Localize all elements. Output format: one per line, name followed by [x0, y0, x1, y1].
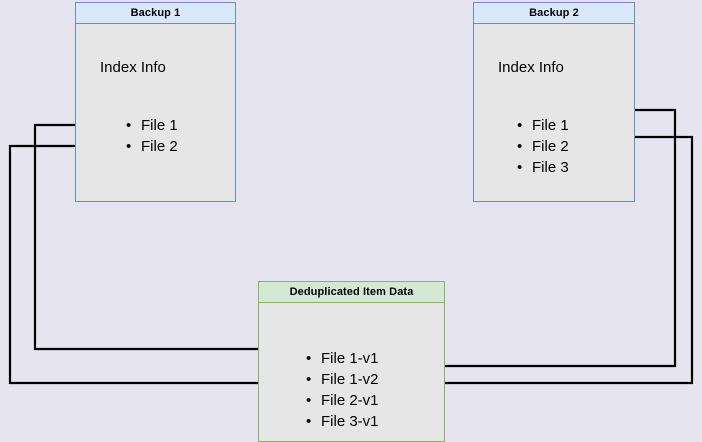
list-item: File 1: [124, 115, 178, 136]
node-deduplicated-item-data-title: Deduplicated Item Data: [259, 282, 444, 303]
node-backup-1-index-label: Index Info: [100, 59, 166, 76]
list-item: File 1-v1: [304, 348, 379, 369]
node-backup-1-title: Backup 1: [76, 3, 235, 24]
list-item: File 2: [124, 136, 178, 157]
node-backup-1-file-list: File 1 File 2: [124, 115, 178, 157]
node-backup-2-body: Index Info File 1 File 2 File 3: [474, 24, 634, 201]
node-backup-2-file-list: File 1 File 2 File 3: [515, 115, 569, 178]
node-backup-2[interactable]: Backup 2 Index Info File 1 File 2 File 3: [473, 2, 635, 202]
list-item: File 3-v1: [304, 411, 379, 432]
list-item: File 2-v1: [304, 390, 379, 411]
list-item: File 3: [515, 157, 569, 178]
node-deduplicated-file-list: File 1-v1 File 1-v2 File 2-v1 File 3-v1: [304, 348, 379, 432]
node-backup-2-index-label: Index Info: [498, 59, 564, 76]
node-backup-2-title: Backup 2: [474, 3, 634, 24]
list-item: File 2: [515, 136, 569, 157]
list-item: File 1-v2: [304, 369, 379, 390]
list-item: File 1: [515, 115, 569, 136]
node-backup-1-body: Index Info File 1 File 2: [76, 24, 235, 201]
node-deduplicated-item-data-body: File 1-v1 File 1-v2 File 2-v1 File 3-v1: [259, 303, 444, 441]
node-deduplicated-item-data[interactable]: Deduplicated Item Data File 1-v1 File 1-…: [258, 281, 445, 442]
node-backup-1[interactable]: Backup 1 Index Info File 1 File 2: [75, 2, 236, 202]
